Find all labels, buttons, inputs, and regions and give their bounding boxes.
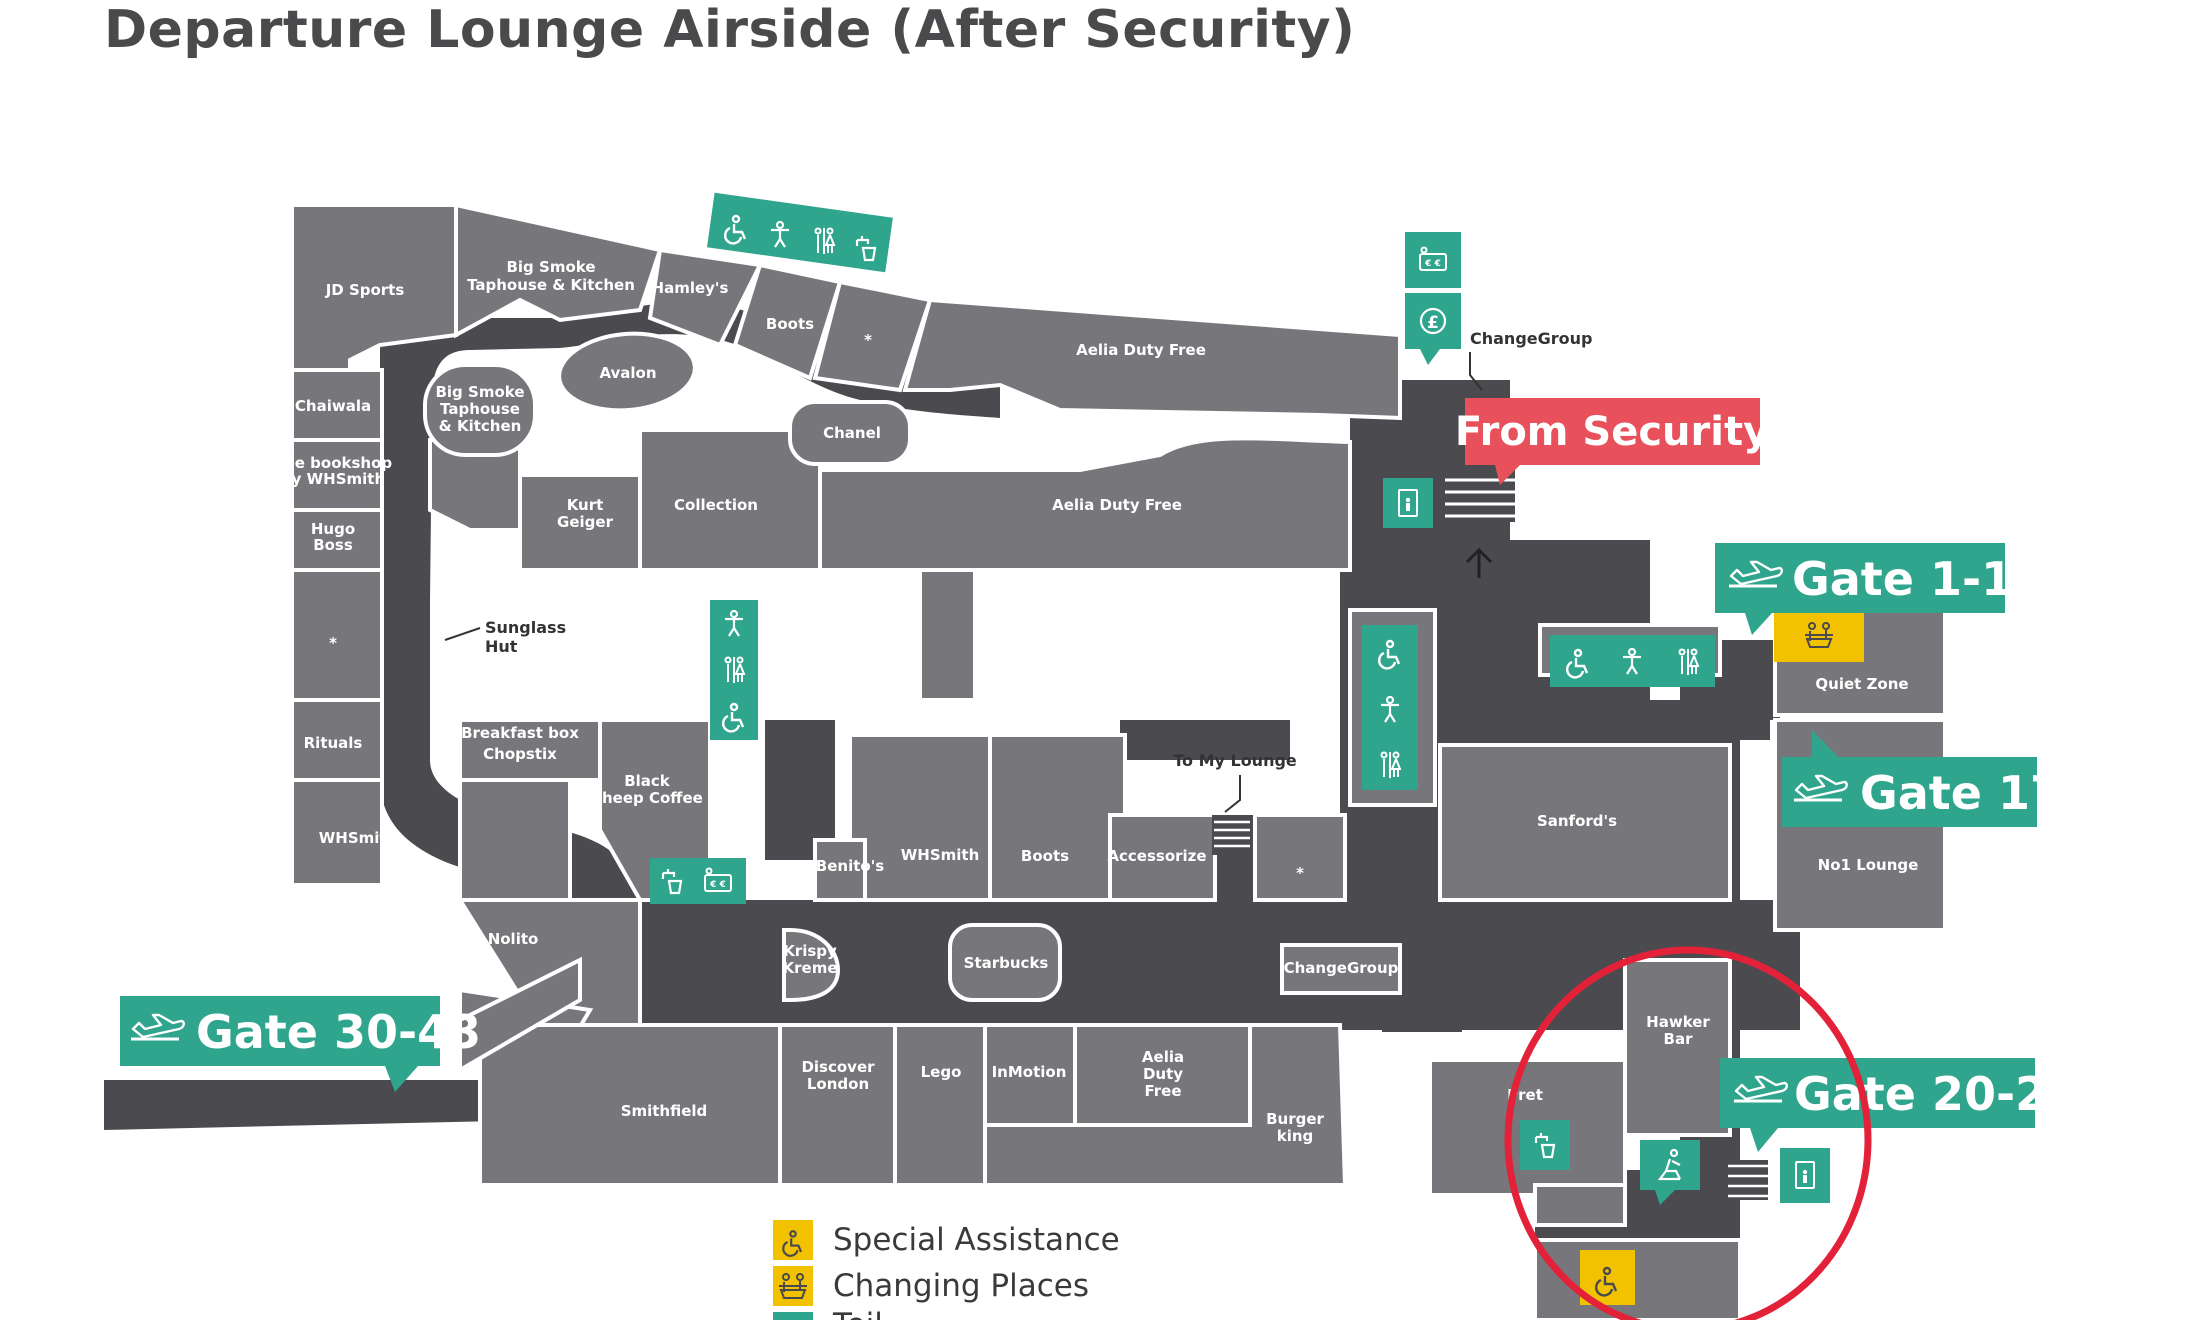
- facility-icons: [650, 192, 1864, 1305]
- shop-chanel[interactable]: Chanel: [823, 424, 881, 442]
- shop-hawker-bar-line2: Bar: [1664, 1030, 1694, 1048]
- highlight-ring: [1504, 946, 1872, 1320]
- shop-big-smoke-top-line2: Taphouse & Kitchen: [467, 276, 635, 294]
- shop-whsmith-left[interactable]: WHSmith: [319, 829, 398, 847]
- shop-krispy-kreme-line2: Kreme: [783, 959, 838, 977]
- shop-bookshop-line2: by WHSmith: [281, 470, 385, 488]
- shop-aelia-bottom-line3: Free: [1144, 1082, 1181, 1100]
- shop-bookshop[interactable]: The bookshop: [274, 454, 393, 472]
- up-arrow-icon: [1465, 547, 1493, 578]
- leader-lines: [444, 352, 1483, 813]
- shop-breakfast-box[interactable]: Breakfast box: [461, 724, 579, 742]
- shop-hugo-boss[interactable]: Hugo: [311, 520, 355, 538]
- shop-aelia-top[interactable]: Aelia Duty Free: [1076, 341, 1206, 359]
- shop-nolito[interactable]: Nolito: [488, 930, 539, 948]
- wheelchair-icon-legend: [782, 1230, 803, 1257]
- zone-quiet[interactable]: Quiet Zone: [1815, 675, 1908, 693]
- shop-sanfords[interactable]: Sanford's: [1537, 812, 1617, 830]
- lounge-no1[interactable]: No1 Lounge: [1818, 856, 1919, 874]
- shop-avalon[interactable]: Avalon: [599, 364, 656, 382]
- shop-big-smoke-mid[interactable]: Big Smoke: [435, 383, 524, 401]
- shop-kurt-geiger-line2: Geiger: [557, 513, 614, 531]
- gate-17-sign[interactable]: Gate 17: [1782, 730, 2062, 827]
- gate-30-43-sign[interactable]: Gate 30-43: [120, 996, 481, 1092]
- asterisk-left: *: [329, 634, 337, 652]
- shop-hawker-bar[interactable]: Hawker: [1646, 1013, 1710, 1031]
- label-sunglass-hut[interactable]: Sunglass: [485, 618, 566, 637]
- gate-1-16-sign[interactable]: Gate 1-16: [1715, 543, 2045, 635]
- shop-boots-mid[interactable]: Boots: [1021, 847, 1069, 865]
- shop-big-smoke-top[interactable]: Big Smoke: [506, 258, 595, 276]
- shop-inmotion[interactable]: InMotion: [992, 1063, 1067, 1081]
- shop-changegroup-mid[interactable]: ChangeGroup: [1284, 959, 1399, 977]
- label-changegroup-top[interactable]: ChangeGroup: [1470, 329, 1592, 348]
- shop-hamleys[interactable]: Hamley's: [652, 279, 729, 297]
- gate-1-16-label: Gate 1-16: [1792, 552, 2045, 606]
- from-security-label: From Security: [1455, 409, 1769, 455]
- gate-30-43-label: Gate 30-43: [196, 1005, 481, 1059]
- shop-black-sheep[interactable]: Black: [624, 772, 671, 790]
- shop-smithfield[interactable]: Smithfield: [621, 1102, 708, 1120]
- from-security-sign[interactable]: From Security: [1455, 398, 1769, 485]
- shop-aelia-bottom-line2: Duty: [1143, 1065, 1183, 1083]
- shop-jd-sports[interactable]: JD Sports: [325, 281, 405, 299]
- shop-big-smoke-mid-line3: & Kitchen: [439, 417, 522, 435]
- shop-kurt-geiger[interactable]: Kurt: [567, 496, 604, 514]
- shop-labels: JD Sports Big Smoke Taphouse & Kitchen H…: [274, 258, 1918, 1145]
- shop-hugo-boss-line2: Boss: [313, 536, 353, 554]
- legend-toilets: Toil: [832, 1307, 883, 1320]
- label-to-my-lounge[interactable]: To My Lounge: [1173, 751, 1297, 770]
- shop-aelia-mid[interactable]: Aelia Duty Free: [1052, 496, 1182, 514]
- legend: Special Assistance Changing Places Toil: [773, 1220, 1120, 1320]
- label-sunglass-hut-line2: Hut: [485, 637, 518, 656]
- page-title: Departure Lounge Airside (After Security…: [104, 0, 1356, 60]
- shop-whsmith-mid[interactable]: WHSmith: [901, 846, 980, 864]
- shop-chaiwala[interactable]: Chaiwala: [295, 397, 371, 415]
- shop-accessorize[interactable]: Accessorize: [1107, 847, 1206, 865]
- legend-changing-places: Changing Places: [833, 1268, 1089, 1304]
- shop-chopstix[interactable]: Chopstix: [483, 745, 557, 763]
- gate-20-28-label: Gate 20-28: [1794, 1067, 2079, 1121]
- asterisk-mid: *: [474, 531, 482, 549]
- asterisk-top: *: [864, 331, 872, 349]
- shop-collection[interactable]: Collection: [674, 496, 758, 514]
- shop-black-sheep-line2: Sheep Coffee: [591, 789, 703, 807]
- shop-discover-london[interactable]: Discover: [801, 1058, 875, 1076]
- shop-rituals[interactable]: Rituals: [304, 734, 363, 752]
- shop-benitos[interactable]: Benito's: [816, 857, 884, 875]
- shop-big-smoke-mid-line2: Taphouse: [440, 400, 520, 418]
- shop-starbucks[interactable]: Starbucks: [964, 954, 1049, 972]
- wheelchair-icon-yellow: [1594, 1266, 1618, 1297]
- gate-20-28-sign[interactable]: Gate 20-28: [1720, 1058, 2079, 1152]
- gate-17-label: Gate 17: [1860, 766, 2062, 820]
- asterisk-right: *: [1296, 864, 1304, 882]
- legend-special-assistance: Special Assistance: [833, 1222, 1120, 1258]
- shop-burger-king[interactable]: Burger: [1266, 1110, 1324, 1128]
- shop-lego[interactable]: Lego: [921, 1063, 962, 1081]
- shop-krispy-kreme[interactable]: Krispy: [783, 942, 837, 960]
- shop-discover-london-line2: London: [807, 1075, 869, 1093]
- shop-aelia-bottom[interactable]: Aelia: [1142, 1048, 1184, 1066]
- shop-boots-top[interactable]: Boots: [766, 315, 814, 333]
- shop-burger-king-line2: king: [1277, 1127, 1314, 1145]
